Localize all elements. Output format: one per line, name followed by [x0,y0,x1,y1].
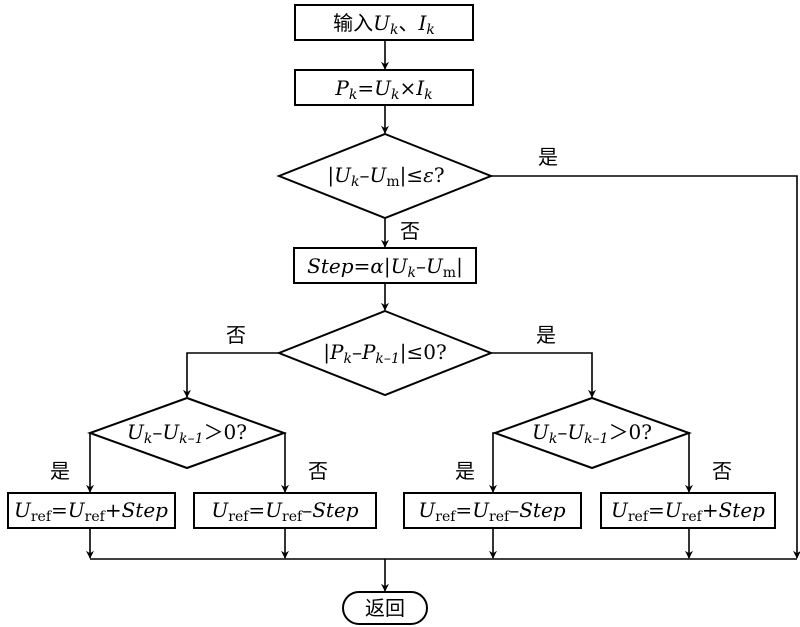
return-text: 返回 [365,596,405,620]
decision2-no-label: 否 [226,323,246,347]
decision3-right-diamond [492,396,692,470]
decision1-yes-label: 是 [538,145,558,169]
decision2-text: |Pk–Pk–1|≤0? [323,340,447,367]
box3-text: Uref=Uref–Step [418,498,565,525]
step-text: Step=α|Uk–Um| [307,254,463,281]
return-terminal [342,591,428,625]
input-box [294,4,474,41]
box4-text: Uref=Uref+Step [611,498,765,525]
step-box [293,247,477,284]
decision3-right-no-label: 否 [712,459,732,483]
power-text: Pk=Uk×Ik [334,76,432,103]
decision3-left-diamond [87,396,287,470]
decision2-yes-label: 是 [536,323,556,347]
decision3-left-text: Uk–Uk–1＞0? [127,420,247,447]
arrow-decision1-yes [491,175,800,559]
uref-plus-step-box-2 [600,492,776,529]
decision1-text: |Uk–Um|≤ε? [327,163,444,190]
input-text: 输入Uk、Ik [333,11,435,38]
decision1-no-label: 否 [400,219,420,243]
arrow-d3r-yes [489,432,497,493]
connectors [86,40,800,592]
decision3-left-yes-label: 是 [50,459,70,483]
decision3-right-text: Uk–Uk–1＞0? [532,420,652,447]
decision3-left-no-label: 否 [308,459,328,483]
arrow-decision2-no [183,352,279,398]
decision2-diamond [276,309,494,397]
decision3-right-yes-label: 是 [455,459,475,483]
box1-text: Uref=Uref+Step [14,498,168,525]
uref-plus-step-box-1 [7,492,176,529]
uref-minus-step-box-1 [193,492,377,529]
box2-text: Uref=Uref–Step [211,498,358,525]
arrow-decision2-yes [491,352,596,398]
power-box [294,69,474,106]
arrow-d3l-no [281,432,289,493]
